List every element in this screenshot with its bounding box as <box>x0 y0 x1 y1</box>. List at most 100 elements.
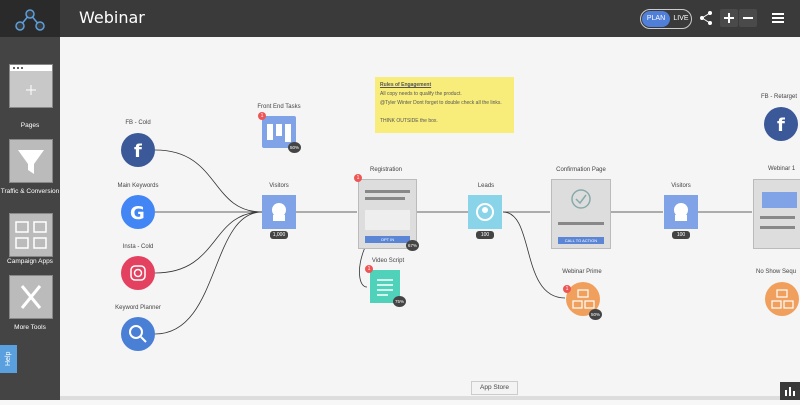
progress-badge: 75% <box>393 296 406 307</box>
hamburger-icon <box>772 13 784 23</box>
sticky-note[interactable]: Rules of Engagement All copy needs to qu… <box>375 77 514 133</box>
live-toggle-option[interactable]: LIVE <box>673 15 689 22</box>
registration-count-badge: 1 <box>354 174 362 182</box>
search-icon <box>129 325 147 343</box>
visitor-count-badge: 100 <box>672 231 690 239</box>
node-label-leads: Leads <box>477 183 495 189</box>
text-line <box>558 222 604 225</box>
text-line <box>365 197 405 200</box>
node-label-webinar-prime: Webinar Prime <box>562 269 602 275</box>
bar-chart-icon <box>785 387 795 396</box>
tools-icon <box>20 285 42 309</box>
zoom-in-button[interactable] <box>720 9 738 27</box>
sidebar-label-more-tools: More Tools <box>14 324 46 331</box>
node-label-fb-cold: FB - Cold <box>125 120 151 126</box>
registration-page-node[interactable]: OPT IN <box>358 179 417 249</box>
plan-toggle-option[interactable]: PLAN <box>642 11 670 27</box>
confirmation-page-node[interactable]: CALL TO ACTION <box>551 179 611 249</box>
leads-icon <box>476 203 494 221</box>
form-area <box>365 210 410 230</box>
video-area <box>762 192 797 208</box>
menu-button[interactable] <box>769 9 787 27</box>
note-line: @Tyler Winter Dont forget to double chec… <box>380 100 502 106</box>
plus-icon <box>724 13 734 23</box>
google-source-node[interactable]: G <box>121 195 155 229</box>
plan-live-toggle[interactable]: PLAN LIVE <box>640 9 692 29</box>
sidebar-item-traffic[interactable] <box>9 139 53 183</box>
email-sequence-icon <box>771 289 794 309</box>
email-sequence-icon <box>572 289 595 309</box>
google-icon: G <box>130 203 145 224</box>
instagram-icon <box>130 265 146 281</box>
facebook-icon: f <box>777 115 785 136</box>
document-icon <box>377 279 393 296</box>
node-label-no-show: No Show Sequ <box>756 269 797 275</box>
leads-count-badge: 100 <box>476 231 494 239</box>
left-sidebar: Pages Traffic & Conversion Campaign Apps… <box>0 37 60 400</box>
svg-text:f: f <box>134 141 142 162</box>
leads-node[interactable] <box>468 195 502 229</box>
node-label-insta-cold: Insta - Cold <box>122 244 154 250</box>
node-label-visitors: Visitors <box>671 183 691 189</box>
node-label-registration: Registration <box>369 167 402 173</box>
node-label-visitors: Visitors <box>269 183 289 189</box>
visitors-node[interactable] <box>262 195 296 229</box>
kanban-icon <box>267 124 291 142</box>
text-line <box>365 190 410 193</box>
webinar-count-badge: 1 <box>563 285 571 293</box>
svg-text:G: G <box>130 203 145 224</box>
text-line <box>760 216 795 219</box>
node-label-webinar-1: Webinar 1 <box>768 166 796 172</box>
note-line: THINK OUTSIDE the box. <box>380 118 438 124</box>
visitors-icon <box>674 203 688 221</box>
call-to-action-button: CALL TO ACTION <box>558 237 604 244</box>
sidebar-label-campaign-apps: Campaign Apps <box>7 258 53 265</box>
note-title: Rules of Engagement <box>380 82 432 88</box>
visitors-node[interactable] <box>664 195 698 229</box>
no-show-sequence-node[interactable] <box>765 282 799 316</box>
horizontal-scrollbar[interactable] <box>60 396 780 400</box>
page-title: Webinar <box>79 8 145 27</box>
analytics-button[interactable] <box>780 382 800 400</box>
plus-icon <box>10 65 52 95</box>
top-bar: Webinar PLAN LIVE <box>0 0 800 37</box>
zoom-out-button[interactable] <box>739 9 757 27</box>
note-line: All copy needs to qualify the product. <box>380 91 462 97</box>
instagram-source-node[interactable] <box>121 256 155 290</box>
node-label-main-keywords: Main Keywords <box>117 183 159 189</box>
facebook-source-node[interactable]: f <box>121 133 155 167</box>
facebook-icon: f <box>134 141 142 162</box>
progress-badge: 50% <box>589 309 602 320</box>
sidebar-label-traffic: Traffic & Conversion <box>0 188 60 195</box>
facebook-retarget-node[interactable]: f <box>764 107 798 141</box>
share-network-logo-icon <box>15 9 45 31</box>
node-label-front-end-tasks: Front End Tasks <box>257 104 301 110</box>
node-label-fb-retarget: FB - Retarget <box>761 94 798 100</box>
share-icon <box>700 11 712 25</box>
text-line <box>760 226 795 229</box>
sidebar-item-campaign-apps[interactable] <box>9 213 53 257</box>
progress-badge: 67% <box>406 240 419 251</box>
progress-badge: 50% <box>288 142 301 153</box>
minus-icon <box>743 17 753 19</box>
webinar-page-node[interactable] <box>753 179 800 249</box>
task-count-badge: 1 <box>258 112 266 120</box>
visitor-count-badge: 1,000 <box>270 231 288 239</box>
logo[interactable] <box>0 0 60 37</box>
funnel-icon <box>18 150 44 174</box>
check-icon <box>571 189 591 209</box>
node-label-keyword-planner: Keyword Planner <box>115 305 161 311</box>
apps-icon <box>15 221 47 249</box>
sidebar-item-more-tools[interactable] <box>9 275 53 319</box>
node-label-video-script: Video Script <box>371 258 405 264</box>
visitors-icon <box>272 203 286 221</box>
keyword-planner-source-node[interactable] <box>121 317 155 351</box>
app-store-button[interactable]: App Store <box>471 381 518 395</box>
share-button[interactable] <box>697 9 715 27</box>
opt-in-button: OPT IN <box>365 236 410 243</box>
sidebar-item-pages[interactable] <box>9 64 53 108</box>
node-label-confirmation: Confirmation Page <box>556 167 606 173</box>
svg-text:f: f <box>777 115 785 136</box>
video-count-badge: 1 <box>365 265 373 273</box>
